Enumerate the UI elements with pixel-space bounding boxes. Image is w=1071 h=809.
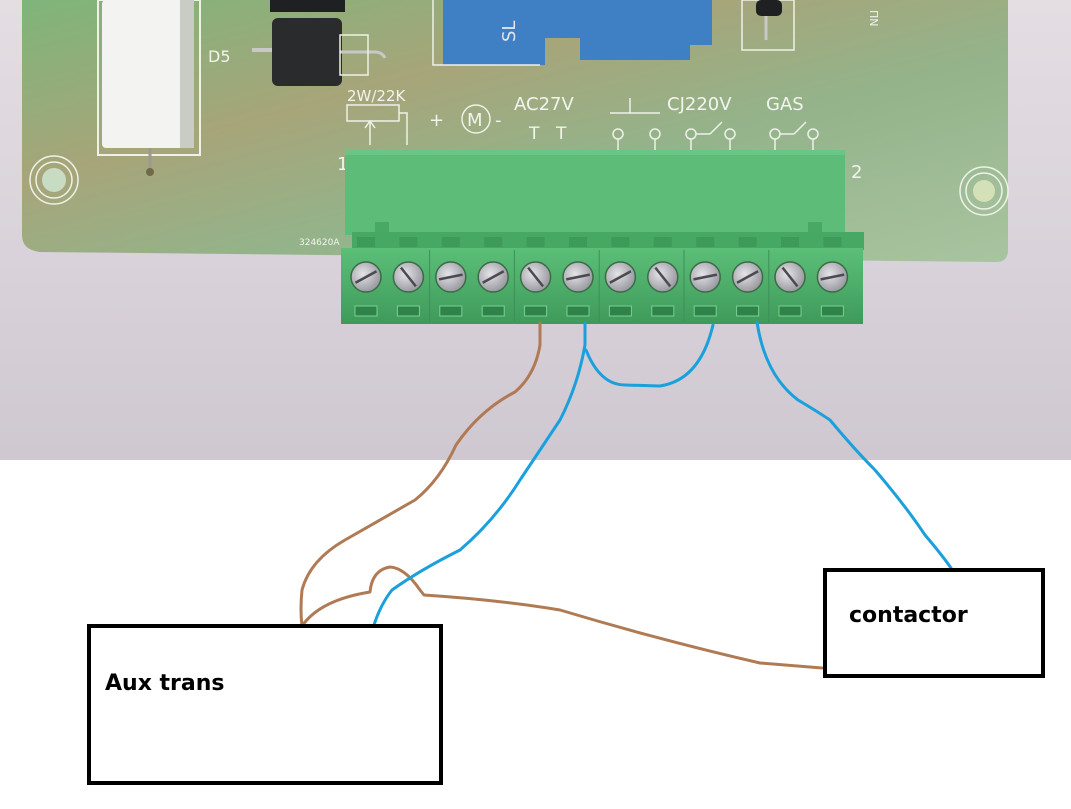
mounting-hole-left <box>29 155 79 205</box>
label-motor-plus: + <box>429 110 444 131</box>
relay-text: SL <box>499 21 520 42</box>
aux-trans-box: Aux trans <box>87 624 443 785</box>
label-cj220v: CJ220V <box>667 94 732 115</box>
label-board-code: 324620A <box>299 238 340 248</box>
wire-port-10 <box>736 305 760 317</box>
terminal-7 <box>598 237 637 322</box>
terminal-2 <box>392 237 425 317</box>
wire-port-12 <box>820 305 844 317</box>
label-pin-1: 1 <box>337 154 348 175</box>
terminal-12 <box>816 237 849 317</box>
terminal-4 <box>477 237 509 317</box>
contactor-box: contactor <box>823 568 1045 678</box>
wire-blue-aux <box>371 321 587 630</box>
terminal-3 <box>429 237 467 322</box>
label-motor: M <box>467 110 483 131</box>
wire-port-7 <box>608 305 632 317</box>
aux-trans-label: Aux trans <box>105 671 225 696</box>
corner-text: ΠN <box>867 10 880 27</box>
wire-port-2 <box>396 305 420 317</box>
diode-d5: D5 <box>208 0 387 86</box>
mounting-hole-right <box>959 166 1009 216</box>
wire-brown <box>299 321 824 670</box>
wire-port-6 <box>566 305 590 317</box>
label-motor-minus: - <box>495 110 502 131</box>
label-gas: GAS <box>766 94 804 115</box>
wire-port-3 <box>439 305 463 317</box>
wire-port-11 <box>778 305 802 317</box>
wire-port-9 <box>693 305 717 317</box>
wire-port-4 <box>481 305 505 317</box>
terminal-9 <box>683 237 721 322</box>
label-ac-pin-1: T <box>528 124 540 144</box>
terminal-6 <box>562 237 594 317</box>
wire-port-8 <box>651 305 675 317</box>
ceramic-resistor <box>97 0 201 176</box>
transistor: ΠN <box>741 0 880 51</box>
relay: SL <box>432 0 712 66</box>
terminal-5 <box>513 237 552 322</box>
terminal-block <box>341 150 864 324</box>
label-ac-pin-2: T <box>555 124 567 144</box>
terminal-11 <box>768 237 806 322</box>
wire-blue-contactor <box>755 320 953 570</box>
label-d5: D5 <box>208 47 231 66</box>
silkscreen-labels: 2W/22K + M - AC27V T T CJ220V GAS 1 2 32… <box>299 87 862 248</box>
terminal-10 <box>731 237 764 317</box>
label-ac27v: AC27V <box>514 94 574 115</box>
terminal-1 <box>350 237 382 317</box>
label-pin-2: 2 <box>851 162 862 183</box>
label-potentiometer: 2W/22K <box>347 87 407 105</box>
contactor-label: contactor <box>849 603 968 628</box>
wire-blue-jumper <box>584 323 715 388</box>
terminal-8 <box>647 237 679 317</box>
wire-port-5 <box>524 305 548 317</box>
wire-port-1 <box>354 305 378 317</box>
